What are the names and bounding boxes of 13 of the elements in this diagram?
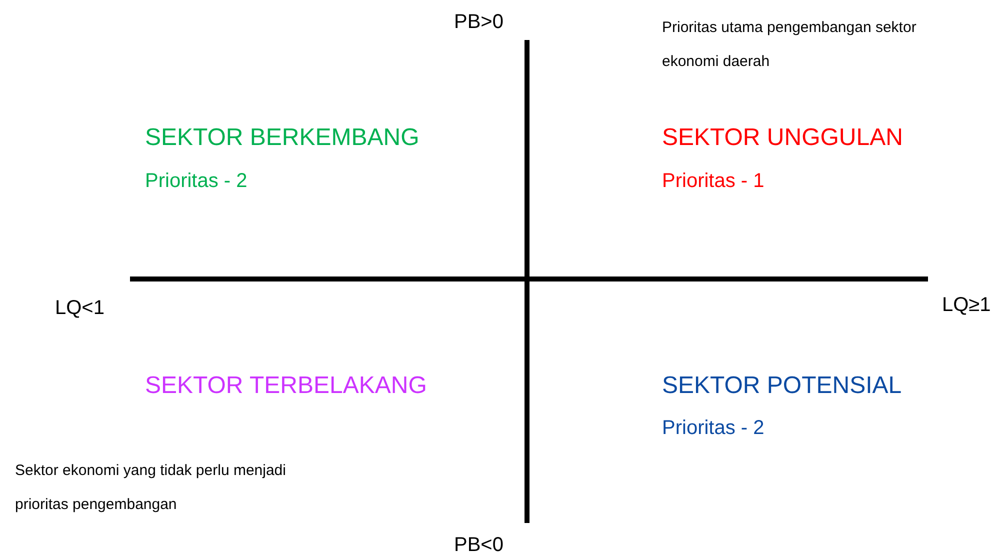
note: Sektor ekonomi yang tidak perlu menjadi prioritas pengembangan xyxy=(15,461,287,515)
quadrant-title: SEKTOR TERBELAKANG xyxy=(145,372,427,400)
quadrant-title: SEKTOR BERKEMBANG xyxy=(145,124,420,152)
priority-label: Prioritas - 2 xyxy=(662,416,764,440)
axis-label: LQ<1 xyxy=(55,296,104,320)
note: Prioritas utama pengembangan sektor ekonomi daerah xyxy=(662,18,918,72)
priority-label: Prioritas - 2 xyxy=(145,169,248,193)
axis-label: PB>0 xyxy=(454,10,504,34)
axis-label: LQ≥1 xyxy=(942,293,991,317)
quadrant-title: SEKTOR POTENSIAL xyxy=(662,372,902,400)
quadrant-title: SEKTOR UNGGULAN xyxy=(662,124,903,152)
axis-label: PB<0 xyxy=(454,533,504,556)
priority-label: Prioritas - 1 xyxy=(662,169,764,193)
